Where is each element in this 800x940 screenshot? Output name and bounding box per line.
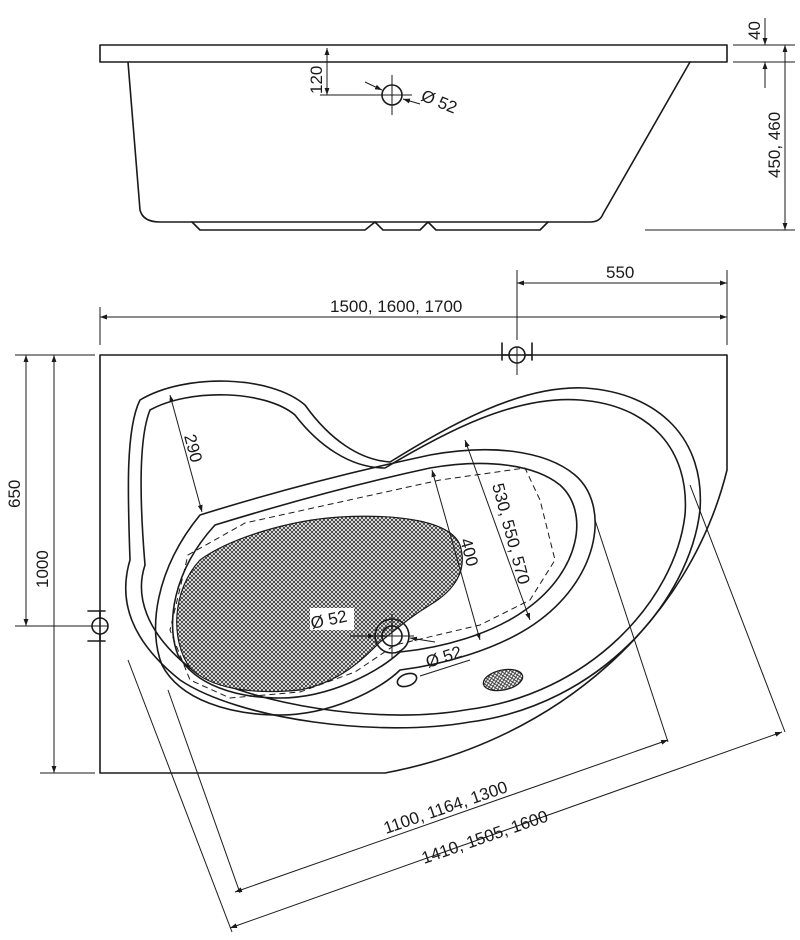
basin-outer	[154, 448, 596, 716]
side-drain	[320, 75, 421, 115]
side-feet	[191, 221, 549, 231]
drain-height-label: 120	[307, 66, 326, 94]
depth-290-label: 290	[180, 432, 206, 464]
total-height-label: 450, 460	[765, 112, 784, 178]
tap-left	[15, 610, 109, 642]
top-drain	[350, 614, 436, 658]
overall-width-label: 1500, 1600, 1700	[330, 297, 462, 316]
rim-inner-contour	[140, 393, 687, 716]
side-body	[127, 61, 691, 223]
drain-diameter-label-2: Ø 52	[423, 642, 464, 671]
top-view: 1500, 1600, 1700 550 650 1000 290 400 53…	[5, 263, 786, 933]
height-650-label: 650	[5, 480, 24, 508]
rim-contour	[124, 380, 702, 729]
anti-slip-area	[176, 515, 463, 693]
basin-inner	[171, 462, 578, 699]
height-1000-label: 1000	[33, 550, 52, 588]
side-drain-diameter-label: Ø 52	[419, 86, 460, 117]
overflow-hatched	[482, 668, 524, 692]
tap-offset-label: 550	[606, 263, 634, 282]
side-view: 120 Ø 52 40 450, 460	[99, 18, 795, 231]
rim-height-label: 40	[745, 21, 764, 40]
inner-span-label: 530, 550, 570	[488, 481, 533, 586]
side-rim	[99, 44, 728, 63]
overflow-small	[396, 672, 418, 688]
tap-top	[501, 342, 533, 375]
